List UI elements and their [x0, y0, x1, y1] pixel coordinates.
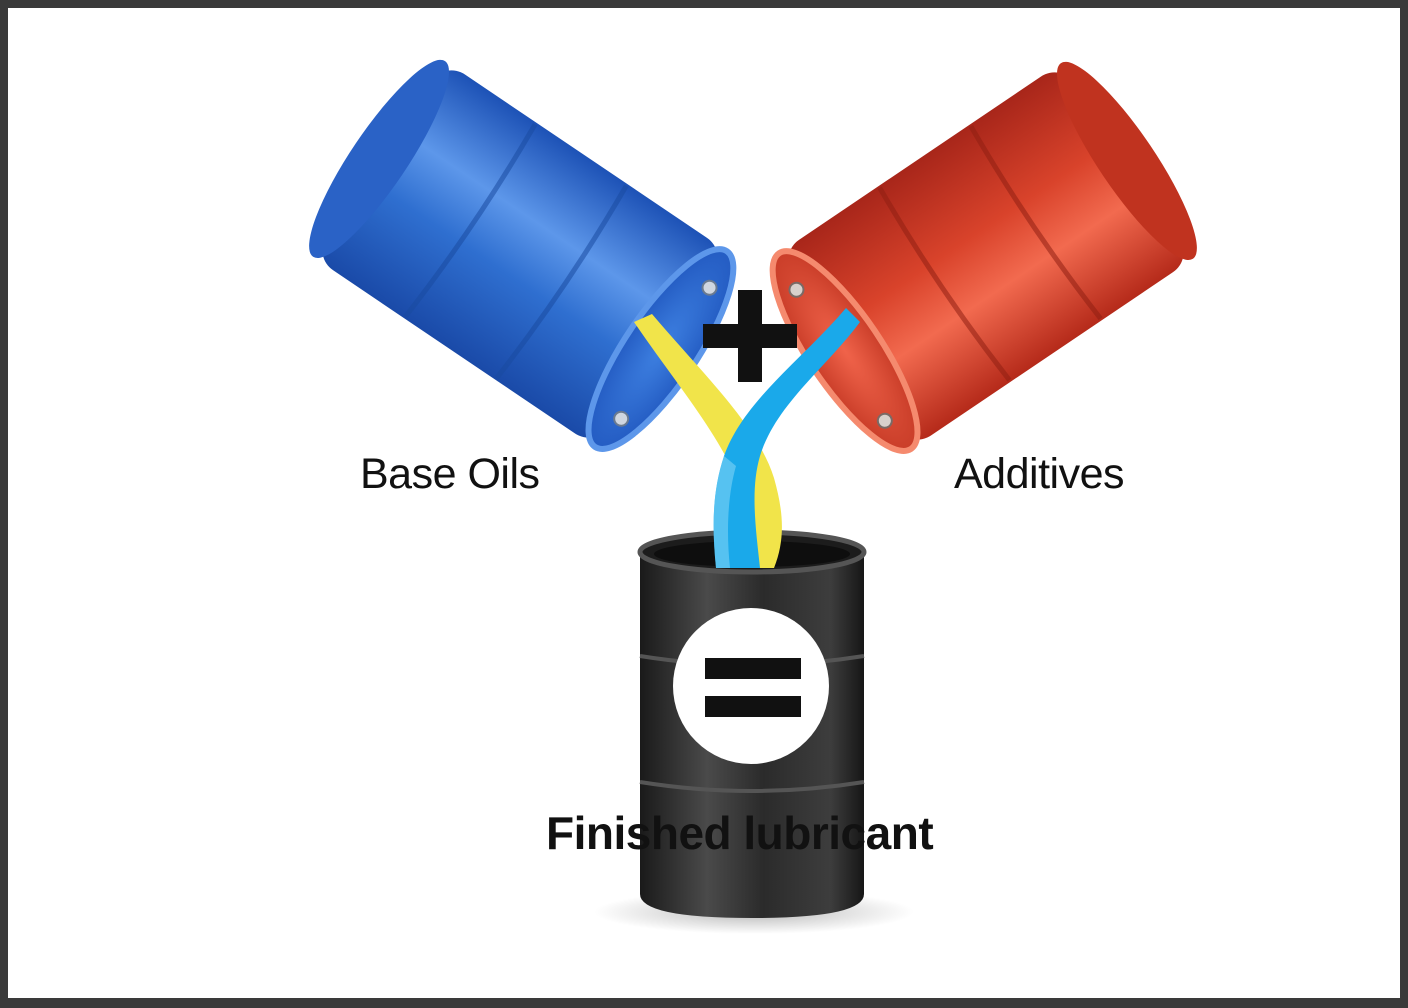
base-oils-label: Base Oils	[360, 450, 540, 498]
equals-icon	[673, 608, 829, 764]
finished-lubricant-label: Finished lubricant	[546, 807, 934, 859]
additive-stream	[713, 308, 860, 568]
stream-highlight	[713, 456, 736, 568]
blending-diagram	[309, 59, 1197, 934]
diagram-frame: Base Oils Additives Finished lubricant	[8, 8, 1400, 998]
base-oil-drum	[309, 59, 737, 452]
additive-drum	[769, 61, 1197, 454]
additives-label: Additives	[954, 450, 1124, 498]
plus-icon	[703, 290, 797, 382]
